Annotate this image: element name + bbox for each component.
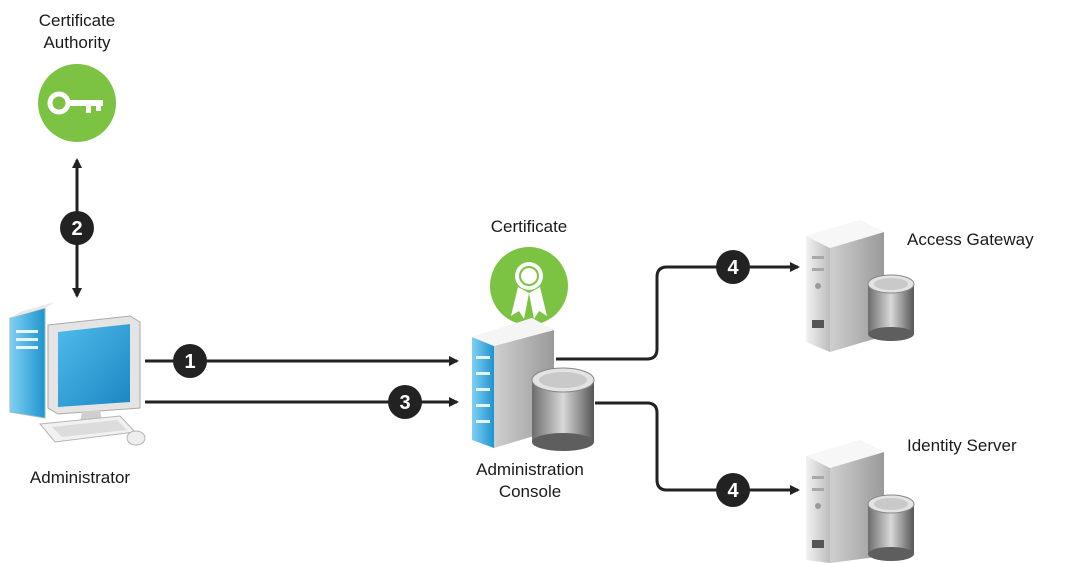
svg-text:1: 1 xyxy=(184,351,195,373)
certificate-label: Certificate xyxy=(490,217,568,236)
svg-text:4: 4 xyxy=(727,257,739,279)
identity-server-server-icon xyxy=(806,440,915,563)
step-badge-4-identity: 4 xyxy=(716,473,750,507)
access-gateway-label: Access Gateway xyxy=(907,230,1034,249)
connector-console-gateway xyxy=(556,262,800,361)
certificate-authority-label-line1: Certificate xyxy=(38,11,116,30)
svg-text:3: 3 xyxy=(399,392,410,414)
svg-text:2: 2 xyxy=(71,218,82,240)
step-badge-3: 3 xyxy=(388,385,422,419)
administration-console-label-line1: Administration xyxy=(476,460,584,479)
administration-console-label-line2: Console xyxy=(498,482,562,501)
step-badge-4-gateway: 4 xyxy=(716,250,750,284)
step-badge-2: 2 xyxy=(60,211,94,245)
step-badge-1: 1 xyxy=(173,344,207,378)
svg-text:4: 4 xyxy=(727,480,739,502)
certificate-authority-label: Certificate Authority xyxy=(22,10,132,54)
administrator-label: Administrator xyxy=(29,468,131,487)
ribbon-award-icon xyxy=(490,247,568,325)
console-server-icon xyxy=(472,318,595,451)
certificate-authority-label-line2: Authority xyxy=(43,33,111,52)
key-icon xyxy=(38,64,116,142)
access-gateway-server-icon xyxy=(806,220,915,352)
administration-console-label: Administration Console xyxy=(455,459,605,503)
connector-console-identity xyxy=(595,401,800,495)
desktop-computer-icon xyxy=(9,302,146,446)
identity-server-label: Identity Server xyxy=(907,436,1017,455)
